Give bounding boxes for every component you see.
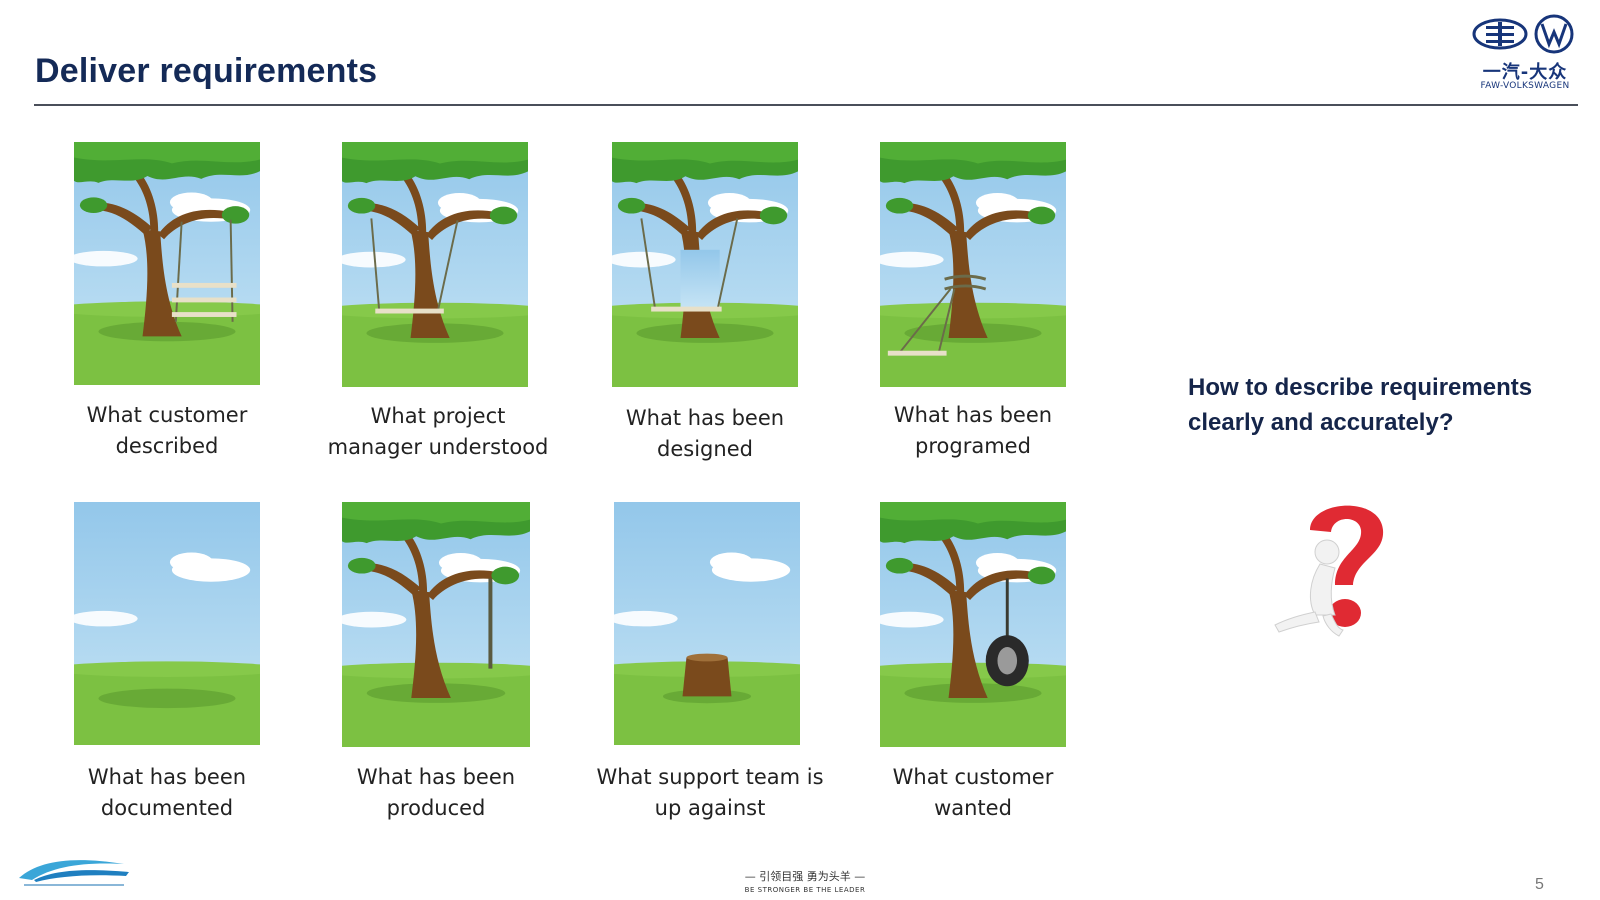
card-image-pm-understood [342, 142, 528, 387]
faw-vw-logo-icon [1472, 14, 1574, 54]
card-image-designed [612, 142, 798, 387]
card-image-produced [342, 502, 530, 747]
tree-seat-on-ground-icon [880, 142, 1066, 387]
title-divider [34, 104, 1578, 106]
card-image-customer-wanted [880, 502, 1066, 747]
empty-sky-grass-icon [74, 502, 260, 745]
card-image-documented [74, 502, 260, 745]
card-image-programed [880, 142, 1066, 387]
logo-text-english: FAW-VOLKSWAGEN [1480, 81, 1570, 91]
vw-logo-icon [1534, 14, 1574, 54]
logo-text-chinese: 一汽-大众 [1482, 62, 1568, 83]
tree-three-seat-swing-icon [74, 142, 260, 385]
tree-tire-swing-icon [880, 502, 1066, 747]
question-text: How to describe requirements clearly and… [1188, 374, 1533, 436]
tree-stump-icon [614, 502, 800, 745]
question-mark-figure-icon [1274, 505, 1384, 637]
footer-brand-logo-icon [19, 860, 129, 886]
faw-logo-icon [1472, 18, 1528, 50]
card-image-support-team [614, 502, 800, 745]
footer-slogan: — 引领目强 勇为头羊 — BE STRONGER BE THE LEADER [744, 870, 866, 894]
tree-single-rope-icon [342, 502, 530, 747]
tree-swing-on-trunk-icon [342, 142, 528, 387]
page-number: 5 [1535, 876, 1544, 893]
slide-title: Deliver requirements [35, 52, 378, 90]
card-image-customer-described [74, 142, 260, 385]
tree-cut-trunk-swing-icon [612, 142, 798, 387]
